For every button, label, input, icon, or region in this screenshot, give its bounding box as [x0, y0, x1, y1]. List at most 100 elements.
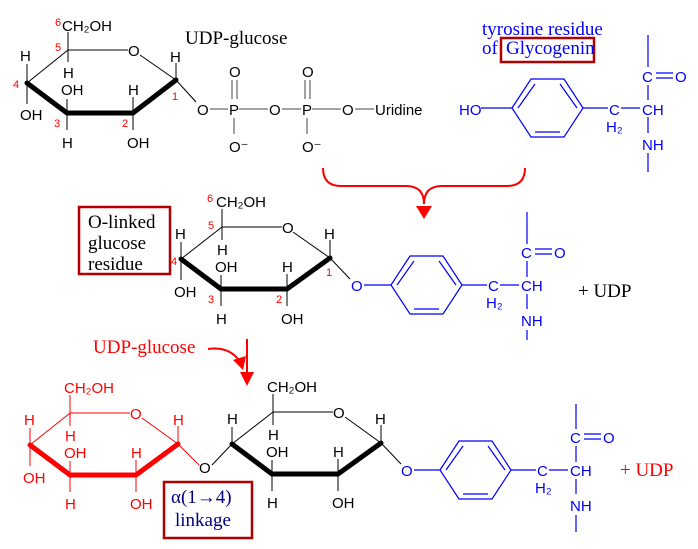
o-linked-box [77, 205, 172, 276]
ring-bold-edge [24, 77, 179, 116]
h-atom: H [170, 49, 181, 66]
oxygen: O [229, 64, 241, 81]
h-atom: H [175, 226, 186, 243]
bottom-tyrosine: O C H₂ CH C O NH [401, 404, 615, 532]
h-atom: H [375, 411, 386, 428]
amide-nh: NH [521, 313, 543, 330]
h2-label: H₂ [486, 295, 503, 312]
ch2oh-group: CH₂OH [62, 18, 112, 35]
carbon-number-4: 4 [13, 79, 19, 91]
ch2-carbon: C [609, 102, 620, 119]
plus-udp-bottom: + UDP [620, 460, 673, 481]
h-atom: H [267, 495, 278, 512]
middle-glucose: 6 CH₂OH 5 O H H H 4 OH H 1 OH 3 2 H OH [171, 193, 351, 328]
amide-nh: NH [642, 137, 664, 154]
ring-oxygen: O [282, 220, 294, 237]
bond [26, 49, 69, 84]
carbon-number-3: 3 [54, 118, 60, 130]
arrow-head [416, 206, 432, 219]
ch2-carbon: C [488, 278, 499, 295]
h-atom: H [333, 444, 344, 461]
carbon-number-5: 5 [208, 220, 214, 232]
tyrosine-label: tyrosine residue [482, 19, 603, 40]
ring-bold-edge [229, 440, 384, 477]
h-atom: H [173, 412, 184, 429]
oxygen: O [302, 64, 314, 81]
benzene-ring [511, 78, 584, 138]
h-atom: H [282, 259, 293, 276]
carbon-number-2: 2 [276, 294, 282, 306]
h-atom: H [128, 82, 139, 99]
glycogenin-tyrosine-residue: tyrosine residue of Glycogenin HO C H₂ C… [459, 19, 687, 172]
udp-glucose-reagent-label: UDP-glucose [93, 337, 195, 358]
down-arrow-head [240, 372, 254, 386]
h-atom: H [216, 311, 227, 328]
glycogenin-label: Glycogenin [506, 38, 595, 59]
oh-group: OH [281, 311, 304, 328]
oh-group: OH [266, 444, 289, 461]
phosphorus-2: P [302, 102, 312, 119]
bond [175, 79, 197, 103]
curved-arrow-head [233, 356, 246, 370]
glycosidic-oxygen: O [401, 463, 413, 480]
oxygen: O [342, 102, 354, 119]
carbon-number-6: 6 [55, 17, 61, 29]
carbon-number-3: 3 [208, 294, 214, 306]
h-atom: H [324, 226, 335, 243]
h-atom: H [20, 48, 31, 65]
o-minus: O⁻ [229, 139, 249, 156]
ring-oxygen: O [333, 405, 345, 422]
udp-glucose-molecule: 6 CH₂OH 5 O H H H 4 OH H 1 OH 3 2 H OH U… [13, 17, 423, 156]
glycosidic-oxygen: O [351, 278, 363, 295]
carbon-number-1: 1 [326, 267, 332, 279]
carbonyl-carbon: C [642, 69, 653, 86]
h-atom: H [24, 412, 35, 429]
h-atom: H [217, 242, 228, 259]
h-atom: H [62, 135, 73, 152]
h-atom: H [131, 445, 142, 462]
oh-group: OH [20, 107, 43, 124]
oh-group: OH [64, 445, 87, 462]
glycosidic-oxygen-1-4: O [199, 460, 211, 477]
carbon-number-4: 4 [171, 256, 177, 268]
benzene-ring [439, 440, 512, 500]
reaction-brace-arrow [322, 167, 526, 205]
middle-tyrosine: O C H₂ CH C O NH [351, 212, 566, 340]
added-glucose-unit: CH₂OH O H H H OH H OH H OH [23, 380, 200, 513]
carbon-number-5: 5 [55, 42, 61, 54]
carbonyl-oxygen: O [675, 69, 687, 86]
h-atom: H [65, 428, 76, 445]
udp-glucose-title: UDP-glucose [185, 28, 287, 49]
ch2oh-group: CH₂OH [267, 379, 317, 396]
box-line-1: O-linked [88, 212, 156, 233]
h-atom: H [268, 427, 279, 444]
carbonyl-carbon: C [570, 430, 581, 447]
linkage-label-text: linkage [175, 510, 231, 531]
tyrosine-label-of: of [482, 38, 499, 59]
h-atom: H [65, 496, 76, 513]
oh-group: OH [61, 82, 84, 99]
box-line-3: residue [88, 254, 143, 275]
oh-group: OH [23, 470, 46, 487]
amide-nh: NH [570, 498, 592, 515]
carbonyl-oxygen: O [603, 430, 615, 447]
alpha-carbon: CH [642, 102, 664, 119]
oxygen: O [197, 102, 209, 119]
carbon-number-2: 2 [122, 118, 128, 130]
glycogenin-box [499, 36, 596, 64]
diphosphate-chain: O P O O⁻ O P O O⁻ O Uridine [197, 64, 423, 156]
oh-group: OH [127, 135, 150, 152]
phosphorus-1: P [229, 102, 239, 119]
ring-oxygen: O [130, 406, 142, 423]
o-minus: O⁻ [302, 139, 322, 156]
oxygen: O [269, 102, 281, 119]
linkage-label-alpha: α(1→4) [171, 487, 232, 508]
uridine: Uridine [375, 102, 423, 119]
carbon-number-6: 6 [207, 193, 213, 205]
benzene-ring [390, 255, 463, 315]
o-linked-glucose-box: O-linked glucose residue [77, 205, 172, 276]
oh-group: OH [130, 496, 153, 513]
alpha-carbon: CH [521, 278, 543, 295]
original-glucose-unit: CH₂OH O H H H OH H H OH [211, 379, 402, 512]
